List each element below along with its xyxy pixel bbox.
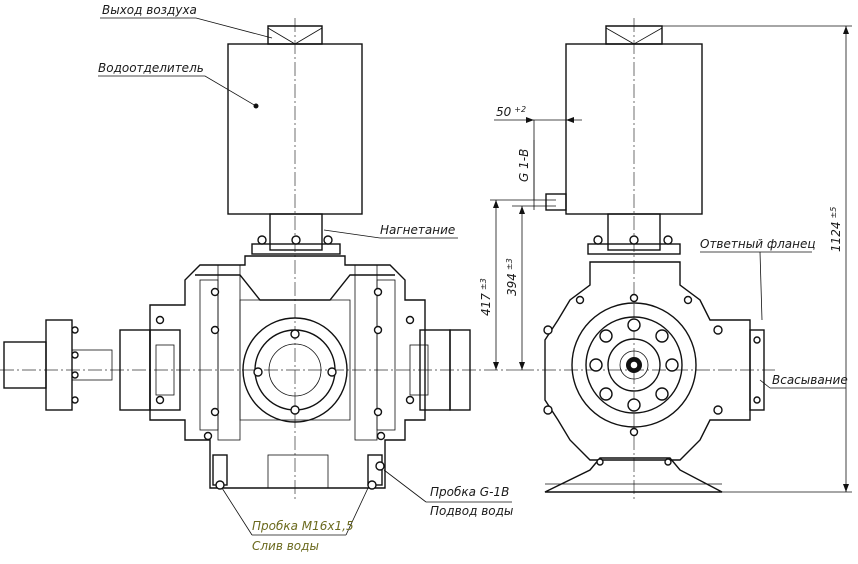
side-flange-bolts — [543, 293, 723, 437]
side-housing — [544, 261, 751, 461]
side-view — [520, 18, 846, 500]
label-counter-flange: Ответный фланец — [700, 237, 816, 251]
dim-417: 417±3 — [479, 278, 493, 316]
pump-base — [544, 457, 723, 493]
label-water-drain: Слив воды — [252, 539, 319, 553]
label-suction: Всасывание — [772, 373, 848, 387]
label-air-outlet: Выход воздуха — [102, 3, 197, 17]
front-cover-bolts — [253, 329, 337, 415]
dim-50: 50+2 — [496, 105, 526, 119]
housing-bolts — [155, 287, 415, 417]
dim-394: 394±3 — [505, 258, 519, 296]
label-plug-g1b: Пробка G-1B — [430, 485, 509, 499]
dimension-lines — [490, 25, 852, 493]
dim-1124: 1124±5 — [829, 207, 843, 252]
label-water-separator: Водоотделитель — [98, 61, 204, 75]
label-discharge: Нагнетание — [380, 223, 455, 237]
drive-coupling — [3, 341, 47, 389]
front-housing — [149, 255, 426, 489]
side-cover-bolts — [589, 318, 679, 412]
counter-flange — [749, 329, 765, 411]
label-water-supply: Подвод воды — [430, 504, 513, 518]
front-view — [0, 17, 520, 536]
dim-thread: G 1-B — [517, 149, 531, 182]
discharge-flange-bolts — [257, 235, 333, 245]
label-plug-m16: Пробка М16х1,5 — [252, 519, 354, 533]
